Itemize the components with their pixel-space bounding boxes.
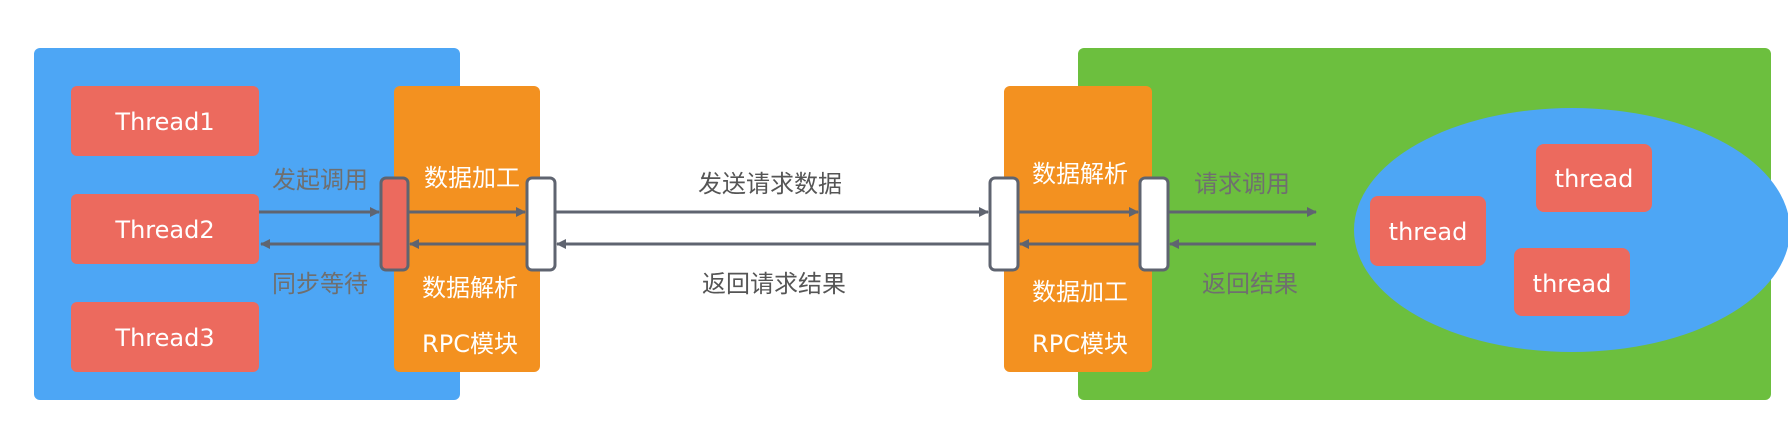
pool-thread-box-1: thread <box>1370 196 1486 266</box>
thread-label-3: Thread3 <box>114 324 214 352</box>
server-call-label: 请求调用 <box>1194 170 1290 198</box>
thread-label-1: Thread1 <box>114 108 214 136</box>
thread-box-1: Thread1 <box>71 86 259 156</box>
client-wait-label: 同步等待 <box>272 270 368 298</box>
client-rpc-parse-label: 数据解析 <box>422 274 518 302</box>
client-stub-connector <box>379 176 410 272</box>
client-network-connector <box>525 176 557 272</box>
thread-box-3: Thread3 <box>71 302 259 372</box>
network-send-label: 发送请求数据 <box>698 170 842 198</box>
pool-thread-label-2: thread <box>1555 165 1634 193</box>
pool-thread-label-3: thread <box>1533 270 1612 298</box>
pool-thread-label-1: thread <box>1389 218 1468 246</box>
client-rpc-module <box>394 86 540 372</box>
client-rpc-module-label: RPC模块 <box>422 330 518 358</box>
client-rpc-process-label: 数据加工 <box>424 164 520 192</box>
pool-thread-box-3: thread <box>1514 248 1630 316</box>
server-rpc-module-label: RPC模块 <box>1032 330 1128 358</box>
server-rpc-parse-label: 数据解析 <box>1032 160 1128 188</box>
server-rpc-process-label: 数据加工 <box>1032 278 1128 306</box>
pool-thread-box-2: thread <box>1536 144 1652 212</box>
thread-label-2: Thread2 <box>114 216 214 244</box>
server-stub-connector <box>1138 176 1170 272</box>
thread-box-2: Thread2 <box>71 194 259 264</box>
thread-pool-ellipse <box>1354 108 1788 352</box>
server-return-label: 返回结果 <box>1202 270 1298 298</box>
server-network-connector <box>988 176 1020 272</box>
client-call-label: 发起调用 <box>272 166 368 194</box>
network-return-label: 返回请求结果 <box>702 270 846 298</box>
server-rpc-module <box>1004 86 1152 372</box>
